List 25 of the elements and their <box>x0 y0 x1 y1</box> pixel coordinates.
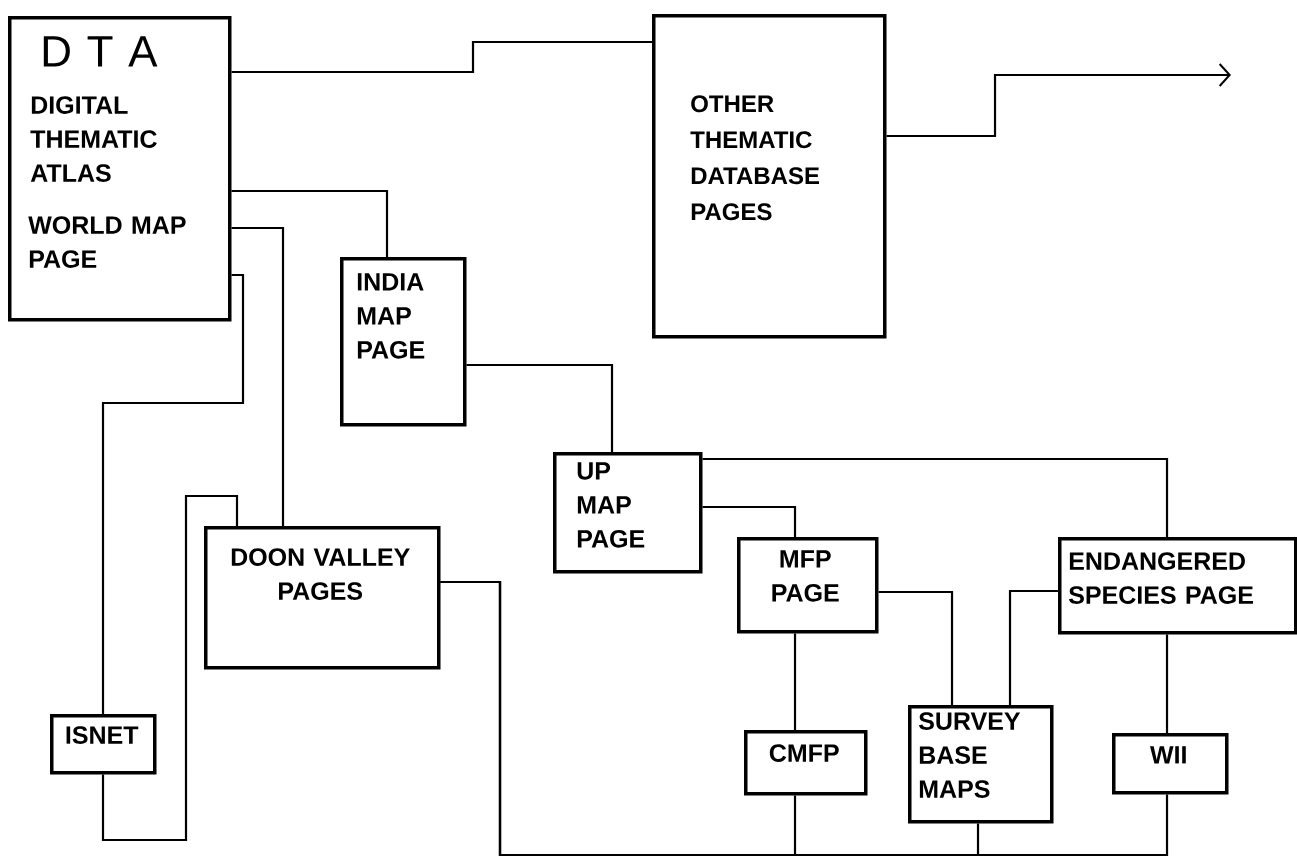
page-box: OTHER THEMATIC DATABASE PAGES <box>652 14 887 339</box>
page-box: WII <box>1112 733 1229 795</box>
connector <box>440 580 1169 857</box>
connector <box>101 494 239 842</box>
connector <box>1165 634 1169 733</box>
page-box: D T A DIGITAL THEMATIC ATLAS WORLD MAP PAGE <box>8 16 232 322</box>
connector <box>231 226 285 526</box>
page-box: UP MAP PAGE <box>553 452 703 574</box>
page-box: ENDANGERED SPECIES PAGE <box>1058 537 1297 635</box>
connector <box>231 40 652 74</box>
connector <box>793 633 797 730</box>
page-box: DOON VALLEY PAGES <box>204 526 441 670</box>
page-box: INDIA MAP PAGE <box>340 257 467 427</box>
page-box: ISNET <box>50 714 157 775</box>
connector <box>886 63 1232 138</box>
connector <box>702 457 1169 537</box>
connector <box>466 363 614 452</box>
connector <box>1008 589 1058 705</box>
connector <box>702 505 797 537</box>
page-box: SURVEY BASE MAPS <box>908 705 1054 824</box>
connector <box>231 189 389 257</box>
connector <box>101 273 245 714</box>
connector <box>878 590 954 705</box>
page-box: MFP PAGE <box>737 537 879 634</box>
page-box: CMFP <box>744 730 868 796</box>
